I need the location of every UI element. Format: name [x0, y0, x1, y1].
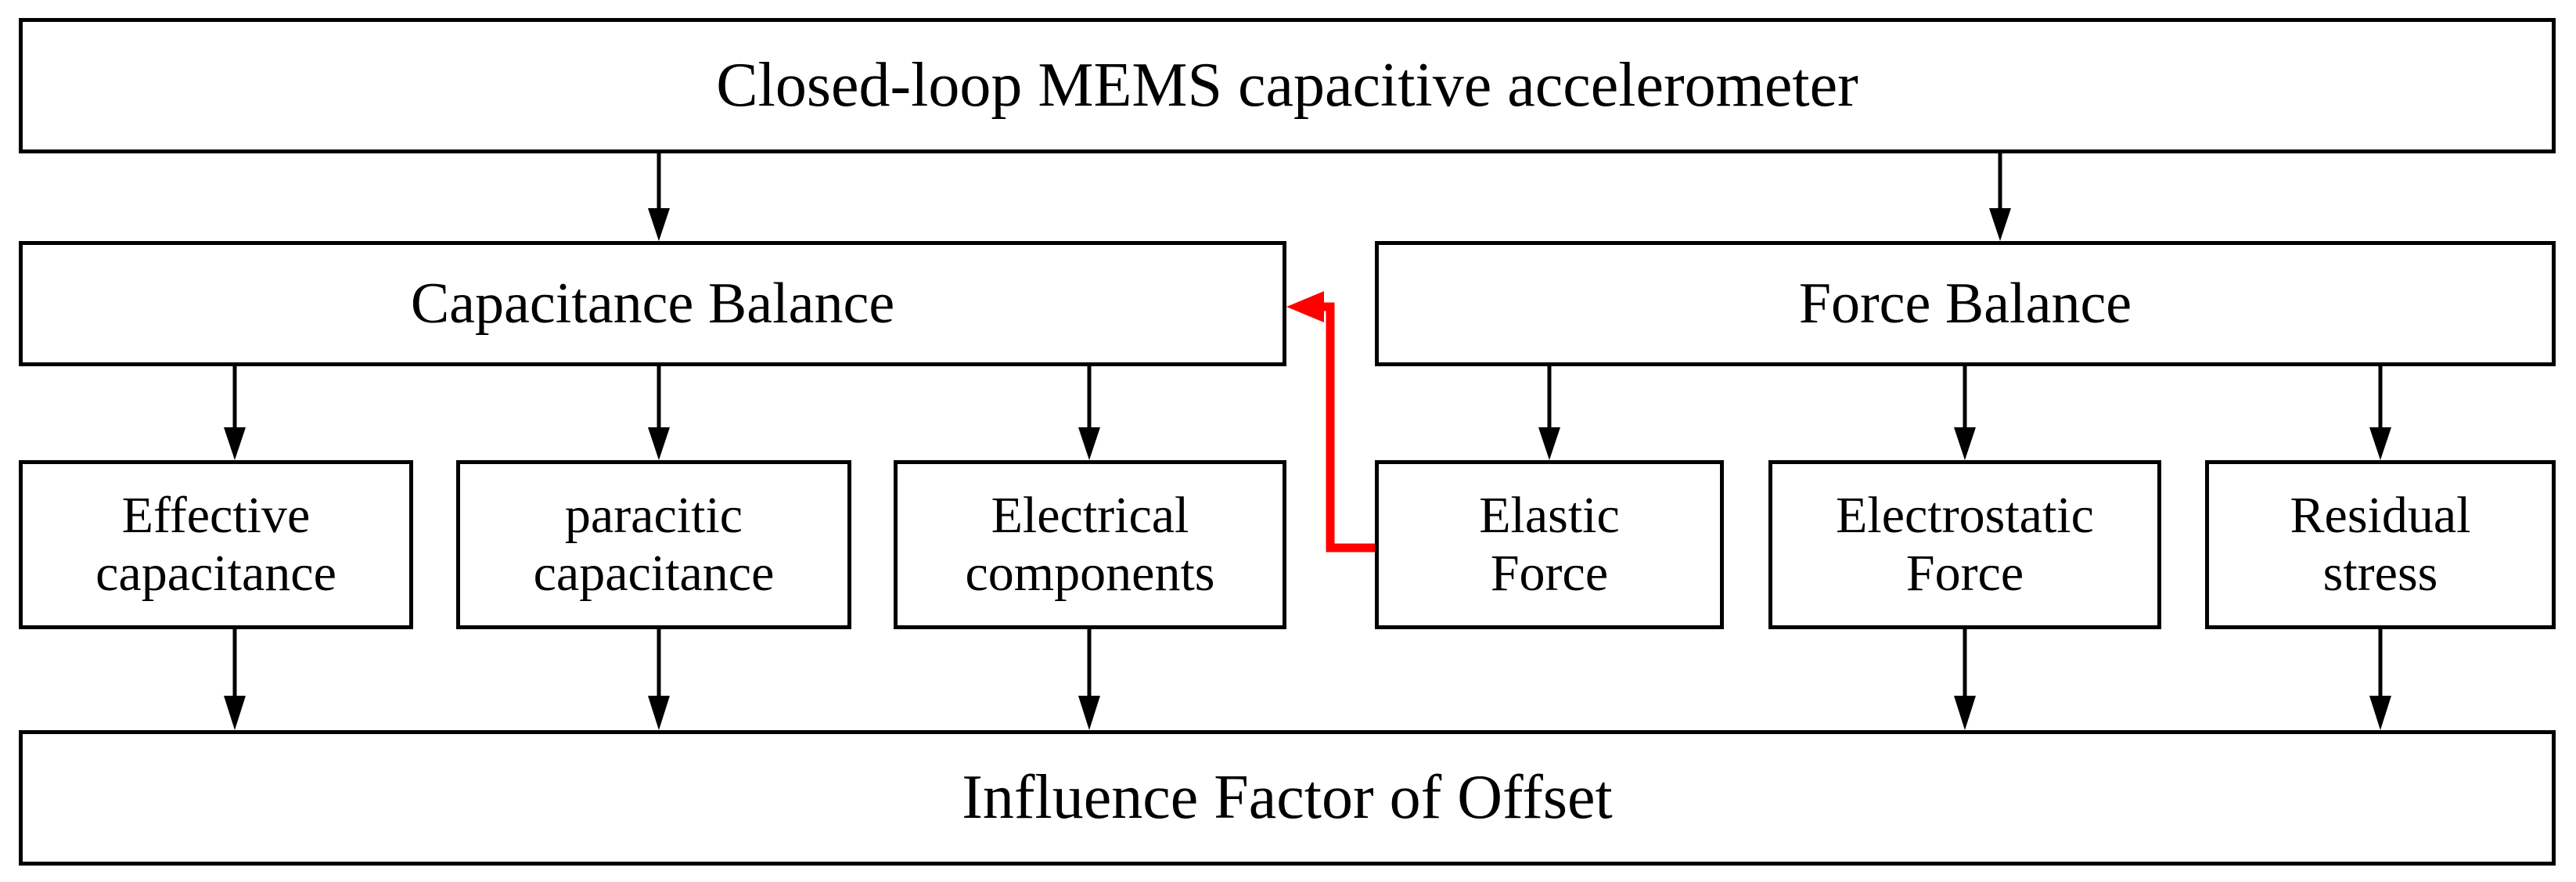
node-elastic-force-label: Elastic Force [1479, 487, 1620, 602]
node-effective-capacitance[interactable]: Effective capacitance [19, 460, 413, 629]
edge-residual-stress-to-offset [2369, 629, 2391, 730]
edge-capacitance-balance-to-effective-capacitance [224, 366, 246, 460]
node-electrical-components-label: Electrical components [965, 487, 1215, 602]
node-electrostatic-force-label: Electrostatic Force [1836, 487, 2094, 602]
edge-elastic-force-to-capacitance-balance-feedback [1286, 291, 1375, 553]
edge-root-to-force-balance [1989, 153, 2011, 241]
edge-capacitance-balance-to-electrical-components [1078, 366, 1100, 460]
node-parasitic-capacitance[interactable]: paracitic capacitance [456, 460, 851, 629]
node-parasitic-capacitance-label: paracitic capacitance [533, 487, 775, 602]
edge-effective-capacitance-to-offset [224, 629, 246, 730]
node-force-balance[interactable]: Force Balance [1375, 241, 2556, 366]
node-electrical-components[interactable]: Electrical components [894, 460, 1286, 629]
edge-electrostatic-force-to-offset [1954, 629, 1976, 730]
node-influence-factor-of-offset[interactable]: Influence Factor of Offset [19, 730, 2556, 866]
node-capacitance-balance-label: Capacitance Balance [410, 271, 895, 336]
edge-root-to-capacitance-balance [648, 153, 670, 241]
edge-parasitic-capacitance-to-offset [648, 629, 670, 730]
node-effective-capacitance-label: Effective capacitance [95, 487, 336, 602]
node-electrostatic-force[interactable]: Electrostatic Force [1768, 460, 2161, 629]
node-influence-factor-of-offset-label: Influence Factor of Offset [962, 762, 1613, 832]
node-residual-stress-label: Residual stress [2290, 487, 2471, 602]
node-residual-stress[interactable]: Residual stress [2205, 460, 2556, 629]
node-force-balance-label: Force Balance [1798, 271, 2132, 336]
edge-force-balance-to-elastic-force [1538, 366, 1560, 460]
edge-force-balance-to-electrostatic-force [1954, 366, 1976, 460]
node-elastic-force[interactable]: Elastic Force [1375, 460, 1724, 629]
edge-force-balance-to-residual-stress [2369, 366, 2391, 460]
edge-capacitance-balance-to-parasitic-capacitance [648, 366, 670, 460]
node-root-label: Closed-loop MEMS capacitive acceleromete… [716, 50, 1858, 120]
edge-electrical-components-to-offset [1078, 629, 1100, 730]
node-root[interactable]: Closed-loop MEMS capacitive acceleromete… [19, 18, 2556, 153]
node-capacitance-balance[interactable]: Capacitance Balance [19, 241, 1286, 366]
